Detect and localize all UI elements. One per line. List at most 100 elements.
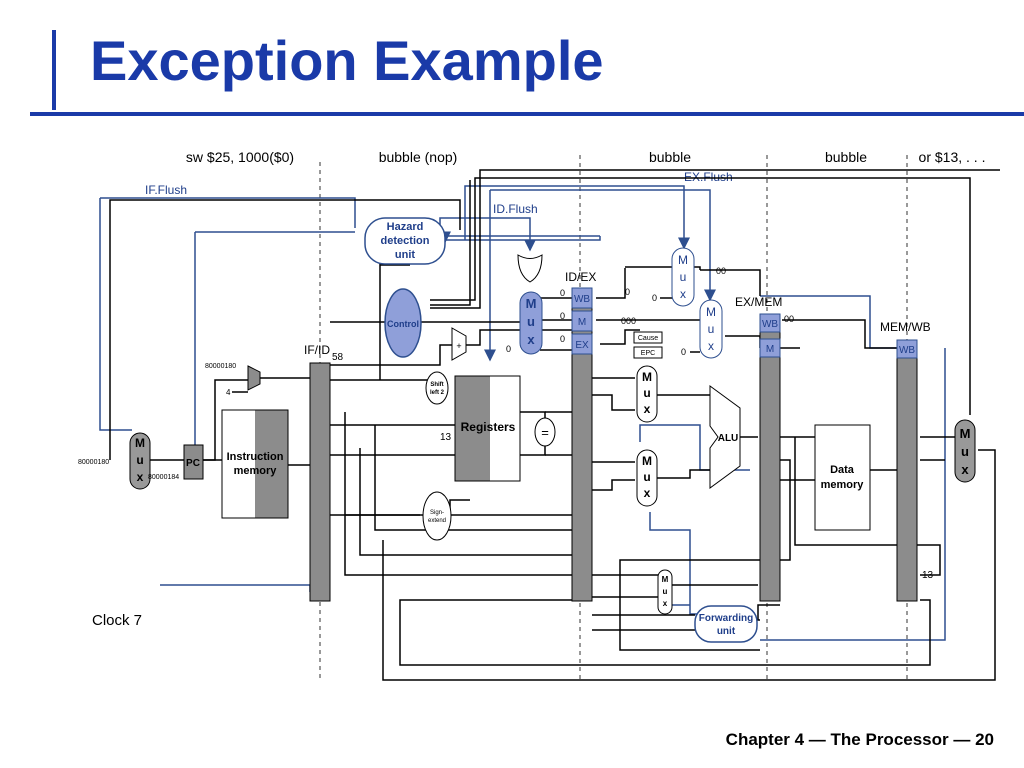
- addr-80000180-adder: 80000180: [205, 363, 236, 370]
- value-58: 58: [332, 352, 344, 363]
- wb-mux-letter-u: u: [961, 444, 969, 459]
- if-id-register: [309, 362, 331, 602]
- reg-dest-13: 13: [440, 432, 452, 443]
- id-ex-m-field: [571, 310, 593, 332]
- slide-title: Exception Example: [90, 29, 604, 92]
- control-label: Control: [387, 319, 419, 329]
- hazard-label-2: detection: [381, 235, 430, 247]
- alu-label: ALU: [718, 433, 739, 444]
- ex-flush-mux2-letter-m: M: [706, 305, 716, 319]
- instruction-memory-label-1: Instruction: [227, 451, 284, 463]
- control-mux-zero: 0: [506, 344, 511, 354]
- pc-mux: [129, 432, 151, 490]
- slide-footer: Chapter 4 — The Processor — 20: [725, 730, 994, 749]
- ex-flush-mux: [671, 247, 695, 307]
- wb-mux-letter-m: M: [960, 426, 971, 441]
- stage-label-mem: bubble: [825, 149, 867, 165]
- ex-flush-mux2-zero: 0: [681, 347, 686, 357]
- alu-mux-b-letter-x: x: [644, 486, 651, 500]
- mem-wb-wb-field: [896, 339, 918, 359]
- id-flush-label: ID.Flush: [493, 202, 538, 216]
- control-mux-letter-x: x: [527, 332, 535, 347]
- data-memory: [814, 424, 871, 531]
- alu-mux-a-letter-x: x: [644, 402, 651, 416]
- clock-label: Clock 7: [92, 612, 142, 629]
- hazard-label-1: Hazard: [387, 221, 424, 233]
- forwarding-label-1: Forwarding: [699, 613, 753, 624]
- wb-mux: [954, 419, 976, 483]
- ex-mem-m-field: [759, 338, 781, 358]
- const-four: 4: [226, 388, 231, 397]
- cause-label: Cause: [638, 335, 658, 342]
- ex-flush-mux-letter-u: u: [680, 270, 687, 284]
- regdst-mux: [657, 569, 673, 615]
- branch-adder-plus: +: [456, 341, 461, 351]
- ex-mem-out-00: 00: [784, 314, 794, 324]
- ex-flush-mux-00: 00: [716, 266, 726, 276]
- branch-adder: [451, 327, 467, 361]
- data-memory-label-1: Data: [830, 464, 855, 476]
- addr-80000180-mux: 80000180: [78, 459, 109, 466]
- id-ex-m-zero: 0: [560, 311, 565, 321]
- id-ex-wb-zero: 0: [560, 288, 565, 298]
- alu-mux-b: [636, 449, 658, 507]
- regdst-mux-letter-u: u: [663, 587, 668, 596]
- id-ex-label: ID/EX: [565, 270, 596, 284]
- mem-wb-dest-13: 13: [922, 570, 934, 581]
- wb-mux-letter-x: x: [961, 462, 969, 477]
- control-unit: [384, 288, 422, 358]
- pc-adder: [247, 365, 261, 391]
- id-ex-ex-label: EX: [575, 340, 589, 351]
- cause-register: [633, 331, 663, 344]
- mem-wb-wb-label: WB: [899, 345, 915, 356]
- ex-mem-m-label: M: [766, 344, 774, 355]
- id-ex-out-000: 000: [621, 316, 636, 326]
- pc-mux-letter-u: u: [136, 453, 143, 467]
- ex-flush-mux-zero: 0: [652, 293, 657, 303]
- addr-80000184: 80000184: [148, 474, 179, 481]
- regdst-mux-letter-m: M: [662, 575, 669, 584]
- data-memory-label-2: memory: [821, 479, 865, 491]
- if-flush-label: IF.Flush: [145, 183, 187, 197]
- id-ex-ex-zero: 0: [560, 334, 565, 344]
- instruction-memory-label-2: memory: [234, 465, 278, 477]
- alu: [709, 385, 741, 489]
- pc-label: PC: [186, 458, 200, 469]
- stage-label-ex: bubble: [649, 149, 691, 165]
- ex-flush-mux-letter-m: M: [678, 253, 688, 267]
- ex-mem-wb-field: [759, 313, 781, 333]
- control-mux-letter-u: u: [527, 314, 535, 329]
- ex-flush-mux2-letter-x: x: [708, 339, 714, 353]
- hazard-label-3: unit: [395, 249, 415, 261]
- alu-mux-b-letter-m: M: [642, 454, 652, 468]
- alu-mux-a-letter-m: M: [642, 370, 652, 384]
- id-ex-wb-field: [571, 287, 593, 309]
- hazard-detection-unit: [364, 217, 446, 265]
- ex-flush-label: EX.Flush: [684, 170, 733, 184]
- pc-mux-letter-x: x: [137, 470, 144, 484]
- epc-label: EPC: [641, 350, 655, 357]
- alu-mux-a: [636, 365, 658, 423]
- mem-wb-label: MEM/WB: [880, 320, 931, 334]
- flush-or-gate: [517, 254, 543, 283]
- if-id-label: IF/ID: [304, 343, 330, 357]
- alu-mux-a-letter-u: u: [643, 386, 650, 400]
- ex-flush-mux-2: [699, 299, 723, 359]
- shift-label-1: Shift: [430, 382, 443, 388]
- epc-register: [633, 346, 663, 359]
- stage-label-wb: or $13, . . .: [919, 149, 986, 165]
- control-mux-letter-m: M: [526, 296, 537, 311]
- equality-comparator: [534, 417, 556, 447]
- forwarding-label-2: unit: [717, 626, 736, 637]
- sign-extend-label-2: extend: [428, 518, 446, 524]
- mem-wb-register: [896, 339, 918, 602]
- ex-flush-mux-letter-x: x: [680, 287, 686, 301]
- pc-mux-letter-m: M: [135, 436, 145, 450]
- sign-extend: [422, 491, 452, 541]
- sign-extend-label-1: Sign-: [430, 510, 444, 516]
- shift-left-2: [425, 371, 449, 405]
- ex-mem-label: EX/MEM: [735, 295, 782, 309]
- forwarding-unit: [694, 605, 758, 643]
- regdst-mux-letter-x: x: [663, 599, 668, 608]
